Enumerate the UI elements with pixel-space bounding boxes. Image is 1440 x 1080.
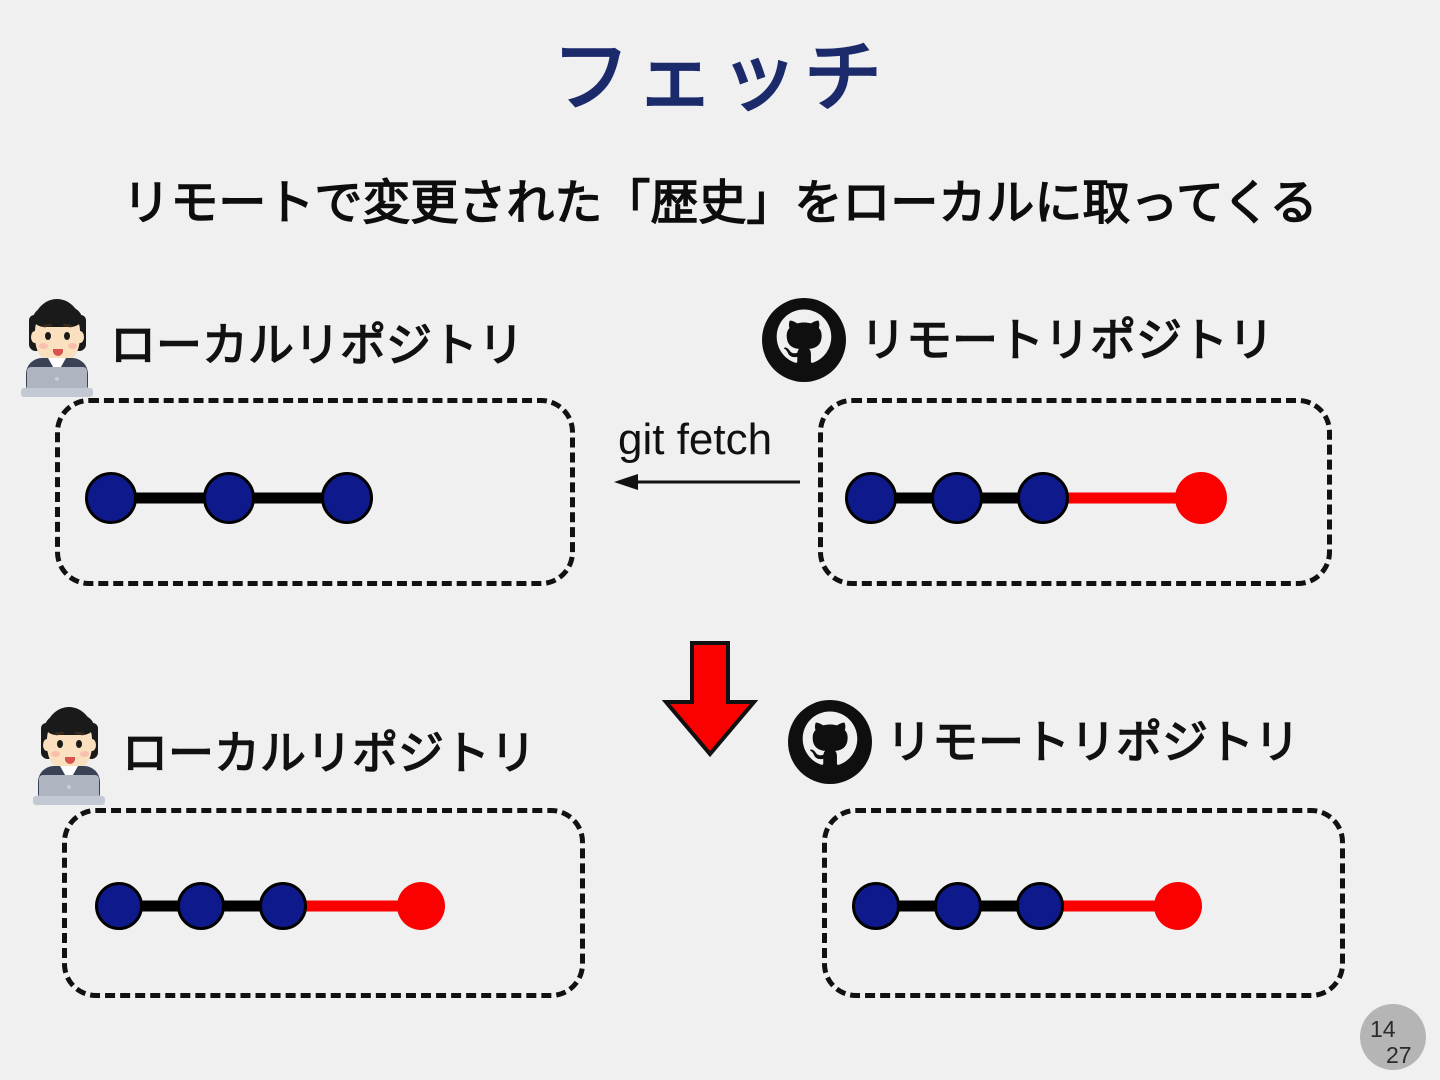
- commit-node: [95, 882, 143, 930]
- person-at-laptop-icon: [30, 703, 108, 805]
- commit-edge: [117, 900, 209, 912]
- arrow-left-icon: [614, 474, 800, 490]
- local-repo-label-text: ローカルリポジトリ: [110, 319, 524, 371]
- commit-node: [177, 882, 225, 930]
- commit-node: [85, 472, 137, 524]
- commit-node: [1017, 472, 1069, 524]
- commit-node: [321, 472, 373, 524]
- remote-repo-label-before: リモートリポジトリ: [762, 298, 1274, 382]
- local-repo-box-after: [62, 808, 585, 998]
- local-repo-label-before: ローカルリポジトリ: [18, 295, 524, 397]
- page-number-badge: 14 27: [1360, 1004, 1426, 1070]
- page-current: 14: [1370, 1016, 1396, 1042]
- commit-node: [845, 472, 897, 524]
- commit-edge: [874, 900, 966, 912]
- commit-node: [931, 472, 983, 524]
- commit-edge-new: [1041, 492, 1191, 504]
- commit-node-new: [397, 882, 445, 930]
- commit-edge: [199, 900, 293, 912]
- commit-edge-new: [1040, 900, 1170, 912]
- commit-graph-local-after: [95, 878, 485, 934]
- github-octocat-icon: [788, 700, 872, 784]
- commit-graph-remote-after: [852, 878, 1242, 934]
- commit-node: [934, 882, 982, 930]
- local-repo-label-after: ローカルリポジトリ: [30, 703, 536, 805]
- local-repo-box-before: [55, 398, 575, 586]
- arrow-down-icon: [662, 641, 758, 758]
- page-title: フェッチ: [551, 33, 888, 121]
- commit-node: [1016, 882, 1064, 930]
- git-fetch-label: git fetch: [618, 415, 773, 464]
- slide-subtitle: リモートで変更された「歴史」をローカルに取ってくる: [122, 177, 1318, 230]
- person-at-laptop-icon: [18, 295, 96, 397]
- remote-repo-label-after: リモートリポジトリ: [788, 700, 1300, 784]
- commit-edge: [869, 492, 965, 504]
- commit-graph-local-before: [85, 468, 375, 528]
- github-octocat-icon: [762, 298, 846, 382]
- local-repo-label-text: ローカルリポジトリ: [122, 727, 536, 779]
- commit-graph-remote-before: [845, 468, 1235, 528]
- commit-edge: [955, 492, 1051, 504]
- remote-repo-label-text: リモートリポジトリ: [886, 716, 1300, 768]
- commit-node: [203, 472, 255, 524]
- remote-repo-box-after: [822, 808, 1345, 998]
- remote-repo-label-text: リモートリポジトリ: [860, 314, 1274, 366]
- commit-node: [852, 882, 900, 930]
- commit-node-new: [1175, 472, 1227, 524]
- commit-node-new: [1154, 882, 1202, 930]
- commit-edge: [956, 900, 1050, 912]
- page-total: 27: [1386, 1042, 1412, 1068]
- remote-repo-box-before: [818, 398, 1332, 586]
- commit-edge: [227, 492, 355, 504]
- commit-node: [259, 882, 307, 930]
- commit-edge: [109, 492, 237, 504]
- commit-edge-new: [283, 900, 413, 912]
